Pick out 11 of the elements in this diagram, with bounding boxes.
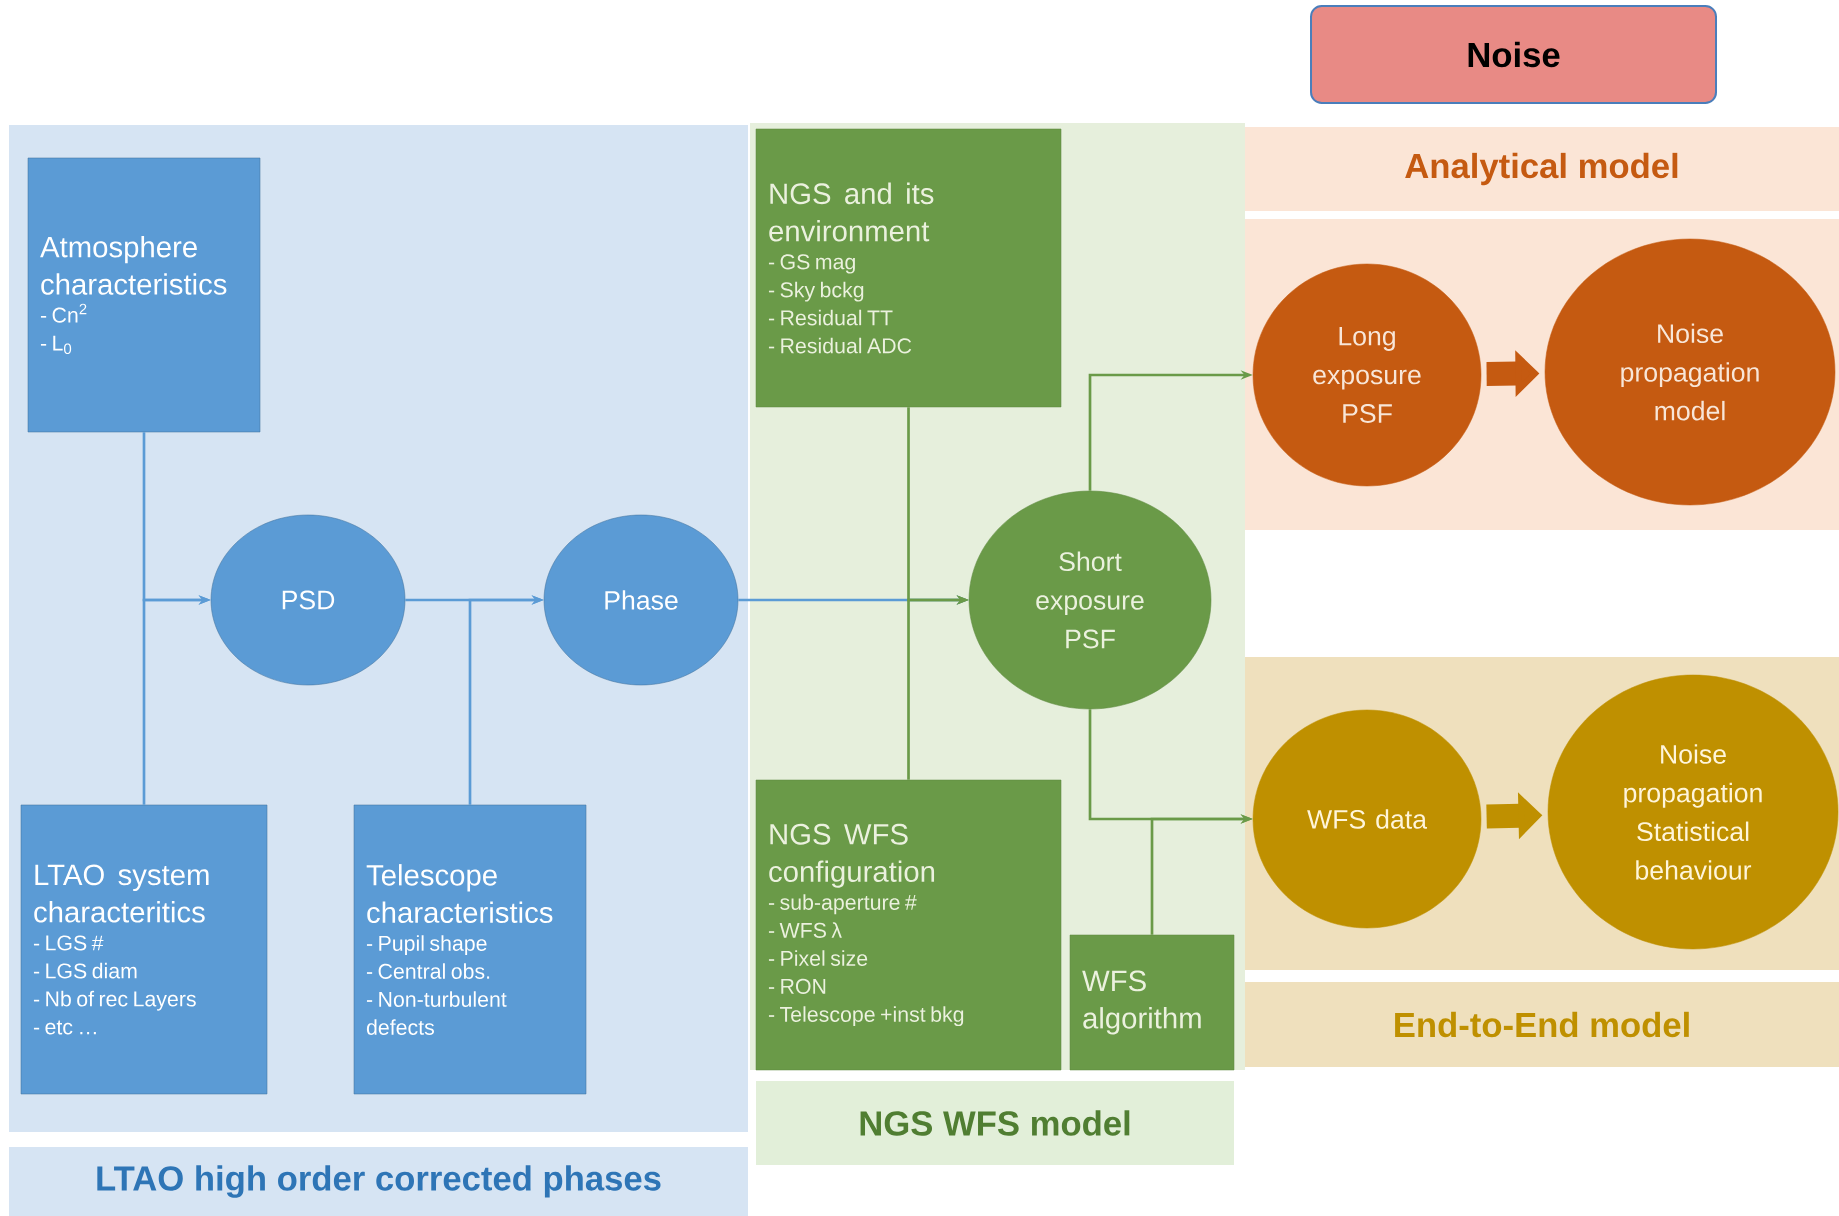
process-box: WFS algorithm xyxy=(1069,934,1235,1071)
node-label: LTAO high order corrected phases xyxy=(97,1165,661,1198)
process-box: Atmosphere characteristics - Cn$^{2}$ - L$_{0}$ xyxy=(27,157,261,433)
process-box: LTAO system characteritics - LGS # - LGS diam - Nb of rec Layers - etc … xyxy=(20,804,268,1095)
process-box: NGS and its environment - GS mag - Sky bckg - Residual TT - Residual ADC xyxy=(755,128,1062,408)
process-box: Telescope characteristics - Pupil shape - Central obs. - Non-turbulent defects xyxy=(353,804,587,1095)
node-label: End-to-End model xyxy=(1395,1011,1689,1038)
node-label: Analytical model xyxy=(1405,152,1678,186)
node-label: NGS WFS model xyxy=(860,1110,1130,1136)
title-box: Noise xyxy=(1310,5,1717,104)
process-box: NGS WFS configuration - sub-aperture # - WFS λ - Pixel size - RON - Telescope +inst bkg xyxy=(755,779,1062,1071)
